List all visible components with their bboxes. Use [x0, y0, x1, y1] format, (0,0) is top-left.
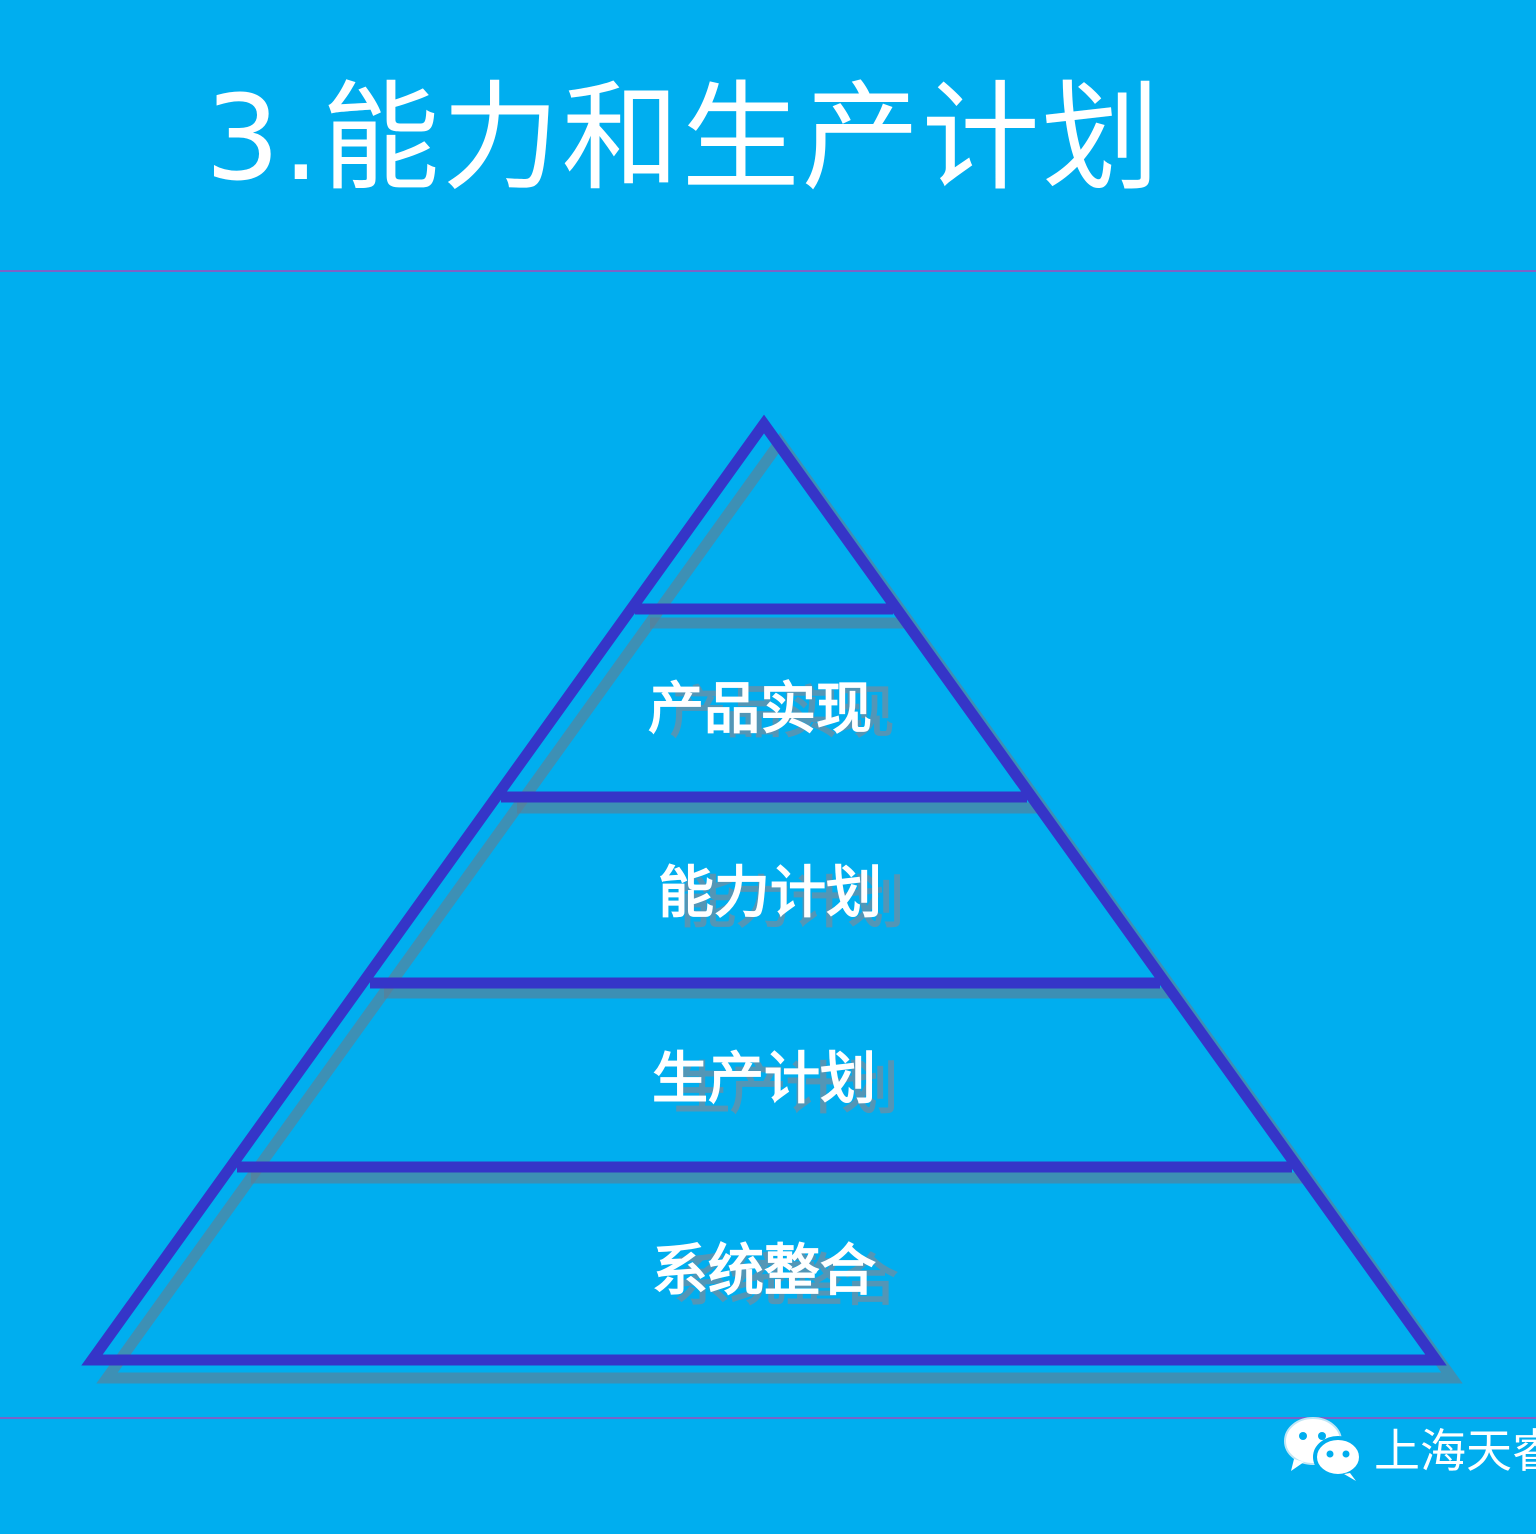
pyramid-outline [81, 414, 1447, 1366]
tier-label-shadow: 系统整合 [674, 1249, 898, 1314]
tier-label-shadow: 生产计划 [674, 1057, 898, 1122]
watermark-text: 上海天睿 [1374, 1424, 1536, 1478]
top-divider [0, 270, 1536, 272]
tier-label-capacity-planning: 能力计划 [658, 861, 882, 926]
tier-label-system-integration: 系统整合 [652, 1239, 876, 1304]
tier-label-shadow: 产品实现 [670, 681, 894, 746]
slide-title: 3.能力和生产计划 [205, 69, 1162, 207]
tier-label-production-planning: 生产计划 [652, 1047, 876, 1112]
tier-label-shadow: 能力计划 [680, 871, 904, 936]
wechat-icon [1284, 1417, 1363, 1481]
pyramid-triangle [81, 414, 1447, 1366]
watermark: 上海天睿 [1282, 1408, 1536, 1488]
bottom-divider [0, 1417, 1536, 1419]
tier-label-product-realization: 产品实现 [648, 677, 872, 742]
